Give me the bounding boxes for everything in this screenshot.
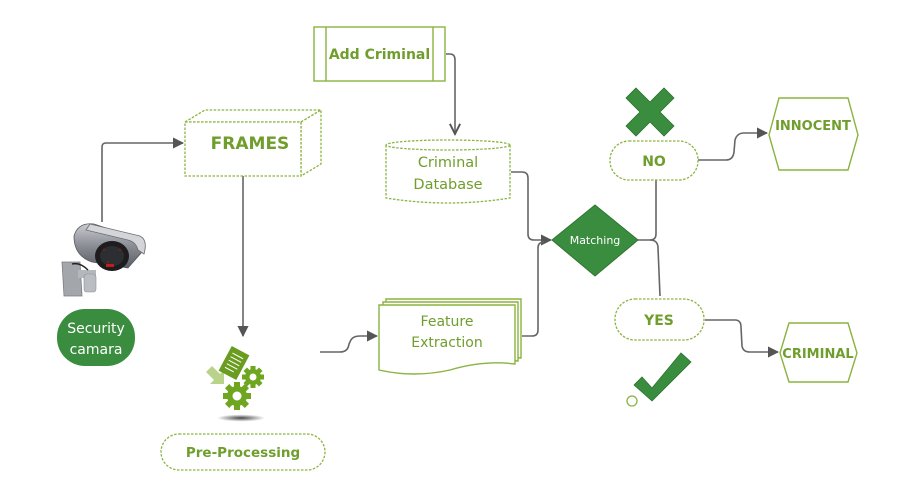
edge-preprocessing-to-feature <box>320 330 379 353</box>
document-gears-icon <box>206 345 265 422</box>
matching-label: Matching <box>570 234 621 247</box>
feature-extraction-node[interactable]: Feature Extraction <box>378 298 522 375</box>
frames-box-side <box>300 108 322 178</box>
preprocessing-label: Pre-Processing <box>186 445 300 461</box>
feature-sheet-front <box>378 304 516 375</box>
matching-diamond <box>551 204 639 277</box>
criminal-node[interactable]: CRIMINAL <box>779 322 858 383</box>
security-camera-pill <box>57 309 135 366</box>
yes-pill <box>614 298 705 341</box>
security-camera-label-1: Security <box>67 321 125 337</box>
frames-box-front <box>184 121 302 177</box>
preprocessing-pill <box>160 433 326 471</box>
security-camera-icon <box>61 223 146 297</box>
matching-node[interactable]: Matching <box>551 204 639 277</box>
innocent-hexagon <box>768 97 859 171</box>
database-cylinder-top <box>385 139 511 151</box>
database-cylinder-body <box>385 145 511 204</box>
database-label-1: Criminal <box>418 155 478 171</box>
security-camera-node[interactable]: Security camara <box>57 223 146 366</box>
edge-yes-to-criminal <box>705 319 780 358</box>
no-node[interactable]: NO <box>609 87 699 181</box>
cross-icon <box>625 87 675 137</box>
preprocessing-node[interactable]: Pre-Processing <box>160 345 326 471</box>
connectors <box>101 53 780 358</box>
frames-box-top <box>182 109 324 123</box>
edge-feature-to-matching <box>522 241 545 337</box>
database-label-2: Database <box>413 177 482 193</box>
yes-node[interactable]: YES <box>614 298 705 407</box>
edge-matching-to-yes <box>649 239 661 297</box>
edge-addcriminal-to-database <box>446 53 455 134</box>
frames-node[interactable]: FRAMES <box>182 108 324 178</box>
no-pill <box>609 140 699 181</box>
edge-no-to-innocent <box>698 127 769 161</box>
innocent-label: INNOCENT <box>775 119 851 134</box>
add-criminal-node[interactable]: Add Criminal <box>313 26 446 82</box>
yes-label: YES <box>643 313 674 329</box>
edge-database-to-matching <box>511 171 553 246</box>
small-circle-icon <box>626 395 638 407</box>
criminal-label: CRIMINAL <box>782 347 853 362</box>
criminal-hexagon <box>779 322 858 383</box>
no-label: NO <box>642 154 666 170</box>
checkmark-icon <box>633 352 692 402</box>
criminal-database-node[interactable]: Criminal Database <box>385 139 511 204</box>
edge-camera-to-frames <box>101 137 185 222</box>
add-criminal-box <box>313 26 446 82</box>
edge-matching-to-no <box>638 180 657 241</box>
feature-label-2: Extraction <box>411 335 482 351</box>
innocent-node[interactable]: INNOCENT <box>768 97 859 171</box>
security-camera-label-2: camara <box>70 342 123 358</box>
frames-label: FRAMES <box>211 134 290 154</box>
feature-label-1: Feature <box>421 314 474 330</box>
add-criminal-label: Add Criminal <box>329 47 430 63</box>
